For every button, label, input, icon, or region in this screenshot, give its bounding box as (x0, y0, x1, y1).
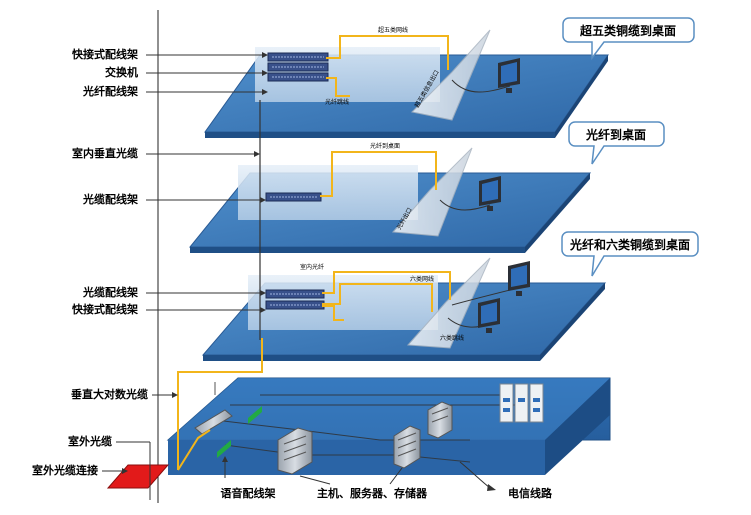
floor-3-desk-cable-a (451, 289, 511, 306)
floor-3-monitor-icon-b (478, 298, 500, 333)
label-telecom-line: 电信线路 (508, 486, 553, 500)
floor-1-rack-stack (267, 52, 329, 82)
green-device-b (217, 440, 231, 458)
floor-1-desk-cable (451, 79, 511, 93)
floor-3-glass-partition (406, 257, 491, 349)
equipment-room-front (168, 440, 545, 475)
storage-cabinets (499, 383, 544, 423)
equipment-room (166, 377, 611, 475)
outdoor-connection-pad (106, 464, 170, 489)
floor-3-slab-side-right (540, 283, 605, 361)
floor-1-monitor-icon (498, 58, 520, 93)
floor-3-monitor-icon-a (508, 261, 530, 296)
floor-3-indoor-fiber-label: 室内光纤 (300, 263, 324, 271)
green-device-a (248, 406, 262, 424)
floor-2-monitor-icon (479, 176, 501, 211)
equipment-room-right (545, 378, 610, 475)
floor-3-cat6-label: 六类网线 (410, 275, 434, 283)
voice-patch-rack-device (194, 409, 233, 435)
floor-2-rack (265, 192, 322, 202)
floor-2-slab-side-right (525, 173, 590, 253)
label-outdoor-cable: 室外光缆 (68, 434, 112, 448)
floor-3-fiber-cable (322, 271, 451, 300)
server-rack-c (427, 401, 453, 439)
label-optical-cable-patch-rack-2: 光缆配线架 (82, 192, 138, 206)
label-fiber-patch-rack: 光纤配线架 (82, 84, 138, 98)
label-quick-patch-rack: 快接式配线架 (71, 47, 138, 61)
floor-3-jumper (322, 305, 344, 321)
floor-2-fiber-cable (320, 151, 437, 197)
floor-2-room-wall (238, 165, 418, 220)
floor-1-copper-label: 超五类网线 (378, 26, 408, 34)
floor-2-slab-side (190, 247, 525, 253)
label-voice-patch-rack: 语音配线架 (221, 486, 276, 500)
floor-1-glass-partition (410, 29, 491, 121)
callout-floor-1: 超五类铜缆到桌面 (562, 17, 695, 61)
label-optical-cable-patch-rack-3: 光缆配线架 (82, 285, 138, 299)
floor-3-cat6-cable (322, 283, 433, 312)
floor-3: 室内光纤 六类网线 六类跳线 (201, 257, 607, 361)
floor-1-copper-cable (326, 35, 449, 70)
label-host-server-storage: 主机、服务器、存储器 (317, 486, 428, 500)
bottom-labels: 语音配线架 主机、服务器、存储器 电信线路 (221, 456, 553, 500)
floor-3-slab-side (203, 355, 540, 361)
equipment-room-floor (168, 378, 610, 440)
vertical-large-pair-cable (177, 338, 263, 470)
label-vertical-large-pair-cable: 垂直大对数光缆 (71, 387, 148, 401)
floor-1-slab-side-right (555, 55, 608, 138)
label-quick-patch-rack-3: 快接式配线架 (71, 302, 138, 316)
callout-floor-2: 光纤到桌面 (568, 121, 665, 165)
floor-1-slab-side (205, 132, 555, 138)
floor-2: 光纤到桌面 光纤出口 (188, 142, 592, 253)
floor-2-desk-cable (439, 199, 491, 211)
callout-floor-2-text: 光纤到桌面 (585, 127, 646, 142)
floor-1: 超五类网线 光纤跳线 超五类信息出口 (204, 26, 609, 138)
label-switch: 交换机 (105, 65, 138, 79)
floor-2-fiber-label: 光纤到桌面 (370, 142, 400, 150)
server-rack-a (277, 427, 313, 475)
floor-1-fiber-label: 光纤跳线 (325, 98, 349, 106)
label-outdoor-cable-connection: 室外光缆连接 (32, 463, 98, 477)
floor-3-jumper-label: 六类跳线 (440, 334, 464, 342)
label-indoor-vertical-cable: 室内垂直光缆 (72, 146, 138, 160)
callout-floor-3-text: 光纤和六类铜缆到桌面 (569, 237, 690, 252)
server-rack-b (393, 425, 421, 469)
callout-floor-3: 光纤和六类铜缆到桌面 (561, 231, 699, 277)
callout-floor-1-text: 超五类铜缆到桌面 (579, 23, 676, 38)
floor-1-fiber-jumper (326, 77, 350, 97)
floor-2-glass-partition (391, 147, 473, 237)
left-labels: 快接式配线架 交换机 光纤配线架 室内垂直光缆 光缆配线架 光缆配线架 快接式配… (32, 47, 268, 500)
